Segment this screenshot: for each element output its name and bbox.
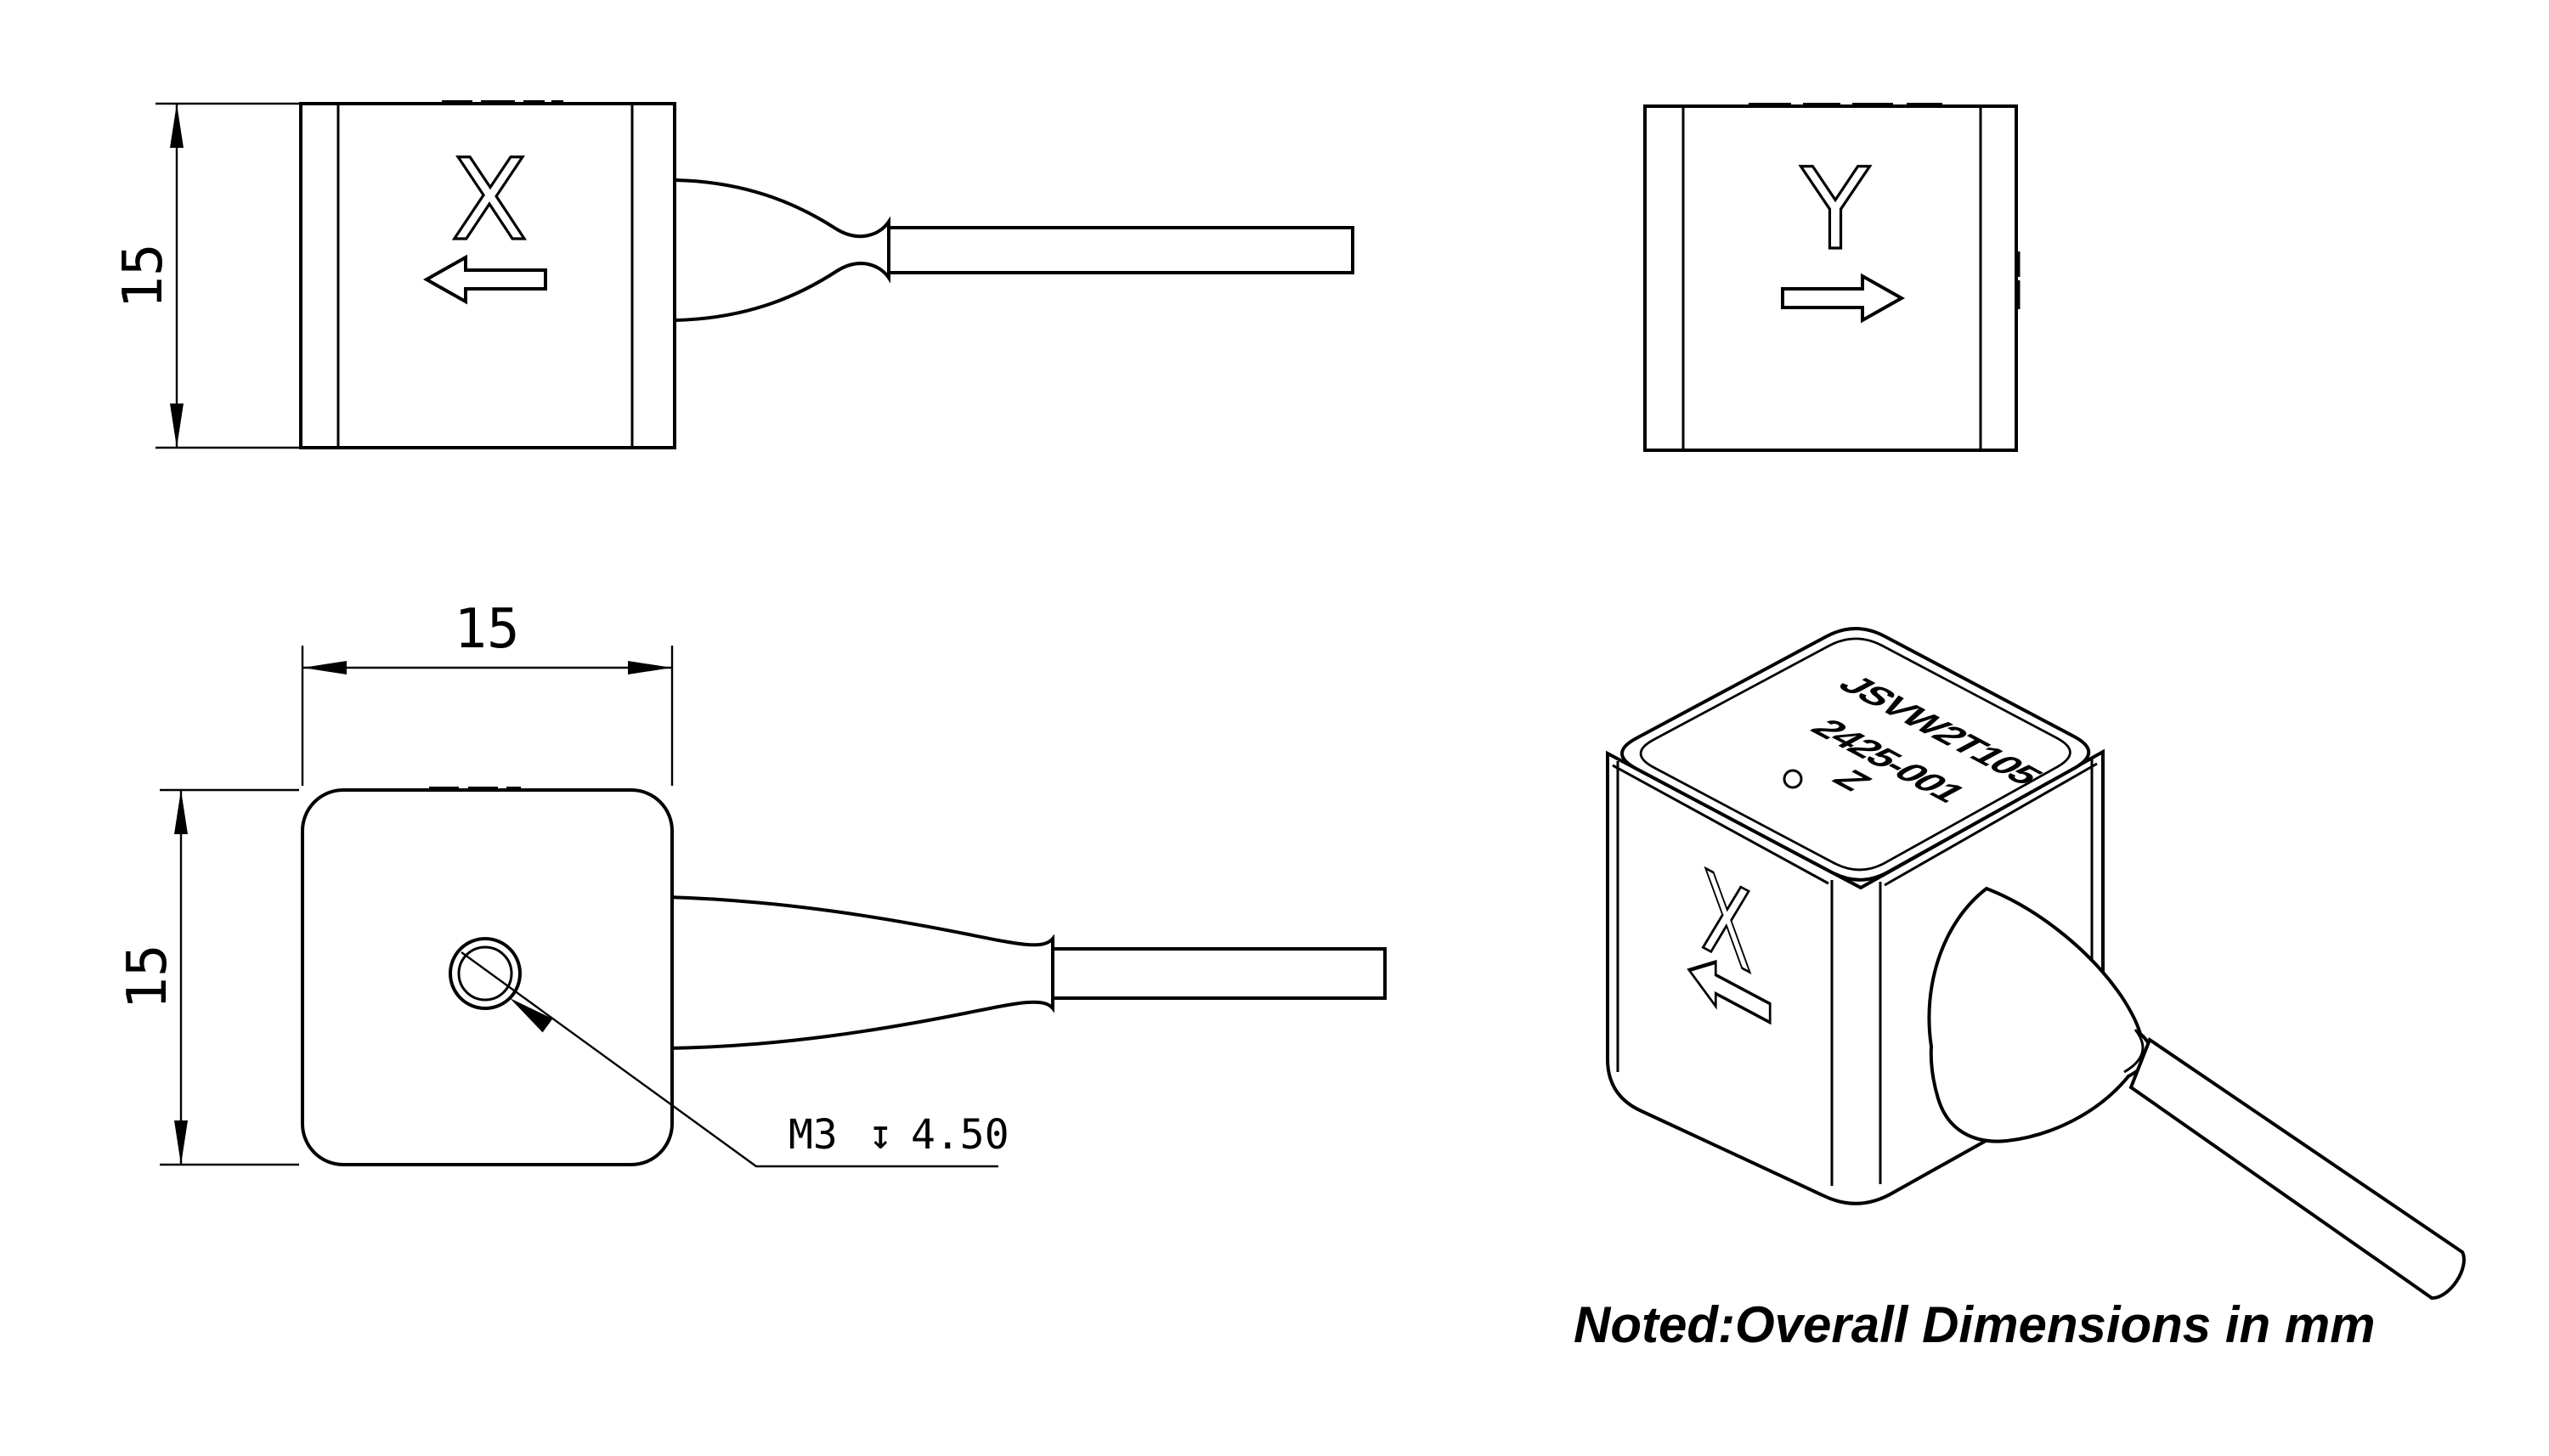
- bottom-view: M3↧4.50 15 15: [116, 598, 1387, 1168]
- dim-width-bottom: 15: [301, 598, 674, 786]
- z-axis-dot: [1783, 769, 1803, 789]
- mounting-hole-thread: [457, 945, 513, 1002]
- dim-height-front: 15: [112, 102, 301, 449]
- cable: [887, 226, 1354, 274]
- boot-collar-crease: [2123, 1029, 2145, 1074]
- axis-label-y: Y: [1800, 144, 1870, 275]
- dim-text: 15: [116, 944, 179, 1009]
- iso-cable: [2128, 1036, 2466, 1301]
- x-direction-arrow: [422, 254, 547, 305]
- iso-axis-label-x: X: [1701, 844, 1753, 1000]
- dim-text: 15: [454, 598, 519, 661]
- dim-text: 15: [112, 243, 175, 308]
- side-view-y: Y: [1643, 103, 2021, 452]
- axis-label-x: X: [451, 135, 528, 266]
- cable: [1051, 947, 1387, 1000]
- front-view-x: X 15: [112, 100, 1354, 449]
- chamfer-edge: [1884, 762, 2098, 887]
- sensor-body-bottom: [301, 788, 674, 1166]
- y-direction-arrow: [1781, 273, 1906, 324]
- chamfer-edge: [1612, 764, 1829, 885]
- iso-x-direction-arrow: [1687, 959, 1772, 1025]
- hole-leader: [461, 951, 998, 1168]
- dim-height-bottom: 15: [116, 788, 299, 1166]
- cable-boot: [673, 178, 890, 323]
- iso-view: JSVW2T105 2425-001 Z X: [1606, 627, 2466, 1301]
- iso-top-face: [1620, 627, 2091, 882]
- engraving-ticks: [1749, 103, 2021, 309]
- mounting-hole-outer: [449, 937, 522, 1010]
- cable-boot: [665, 894, 1054, 1051]
- hole-callout: M3↧4.50: [788, 1111, 1009, 1159]
- iso-top-face-border: [1639, 637, 2071, 872]
- drawing-note: Noted:Overall Dimensions in mm: [1574, 1296, 2376, 1353]
- iso-cable-boot: [1927, 886, 2153, 1143]
- sensor-body-side: [1643, 104, 2018, 452]
